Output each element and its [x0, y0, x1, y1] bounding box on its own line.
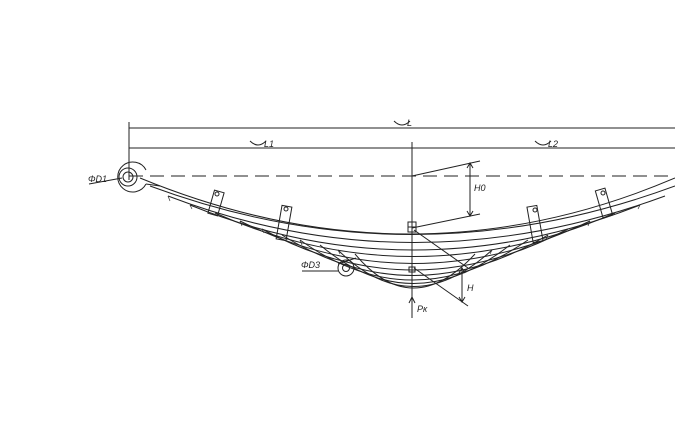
- label-h: H: [467, 283, 474, 293]
- label-pk: Pк: [417, 304, 428, 314]
- label-d3: ΦD3: [301, 260, 320, 270]
- label-l1: L1: [264, 139, 274, 149]
- dimension-l: L: [128, 118, 675, 180]
- label-h0: H0: [474, 183, 486, 193]
- spring-leaves: [139, 177, 675, 289]
- front-eye: ΦD1: [88, 161, 161, 193]
- bottom-bushing: ΦD3: [301, 257, 357, 277]
- rebound-clip-4: [594, 187, 614, 219]
- leaf-end-marks: [167, 195, 641, 255]
- load-arrow: Pк: [408, 295, 428, 318]
- rebound-clip-3: [526, 204, 544, 244]
- dimension-h: H: [413, 229, 474, 307]
- rebound-clip-2: [275, 204, 293, 242]
- dimension-l1: L1: [129, 139, 412, 149]
- dimension-l2: L2: [412, 139, 675, 149]
- rebound-clip-1: [207, 189, 225, 217]
- label-l: L: [407, 118, 412, 128]
- dimension-h0: H0: [411, 160, 486, 229]
- label-d1: ΦD1: [88, 174, 107, 184]
- label-l2: L2: [548, 139, 558, 149]
